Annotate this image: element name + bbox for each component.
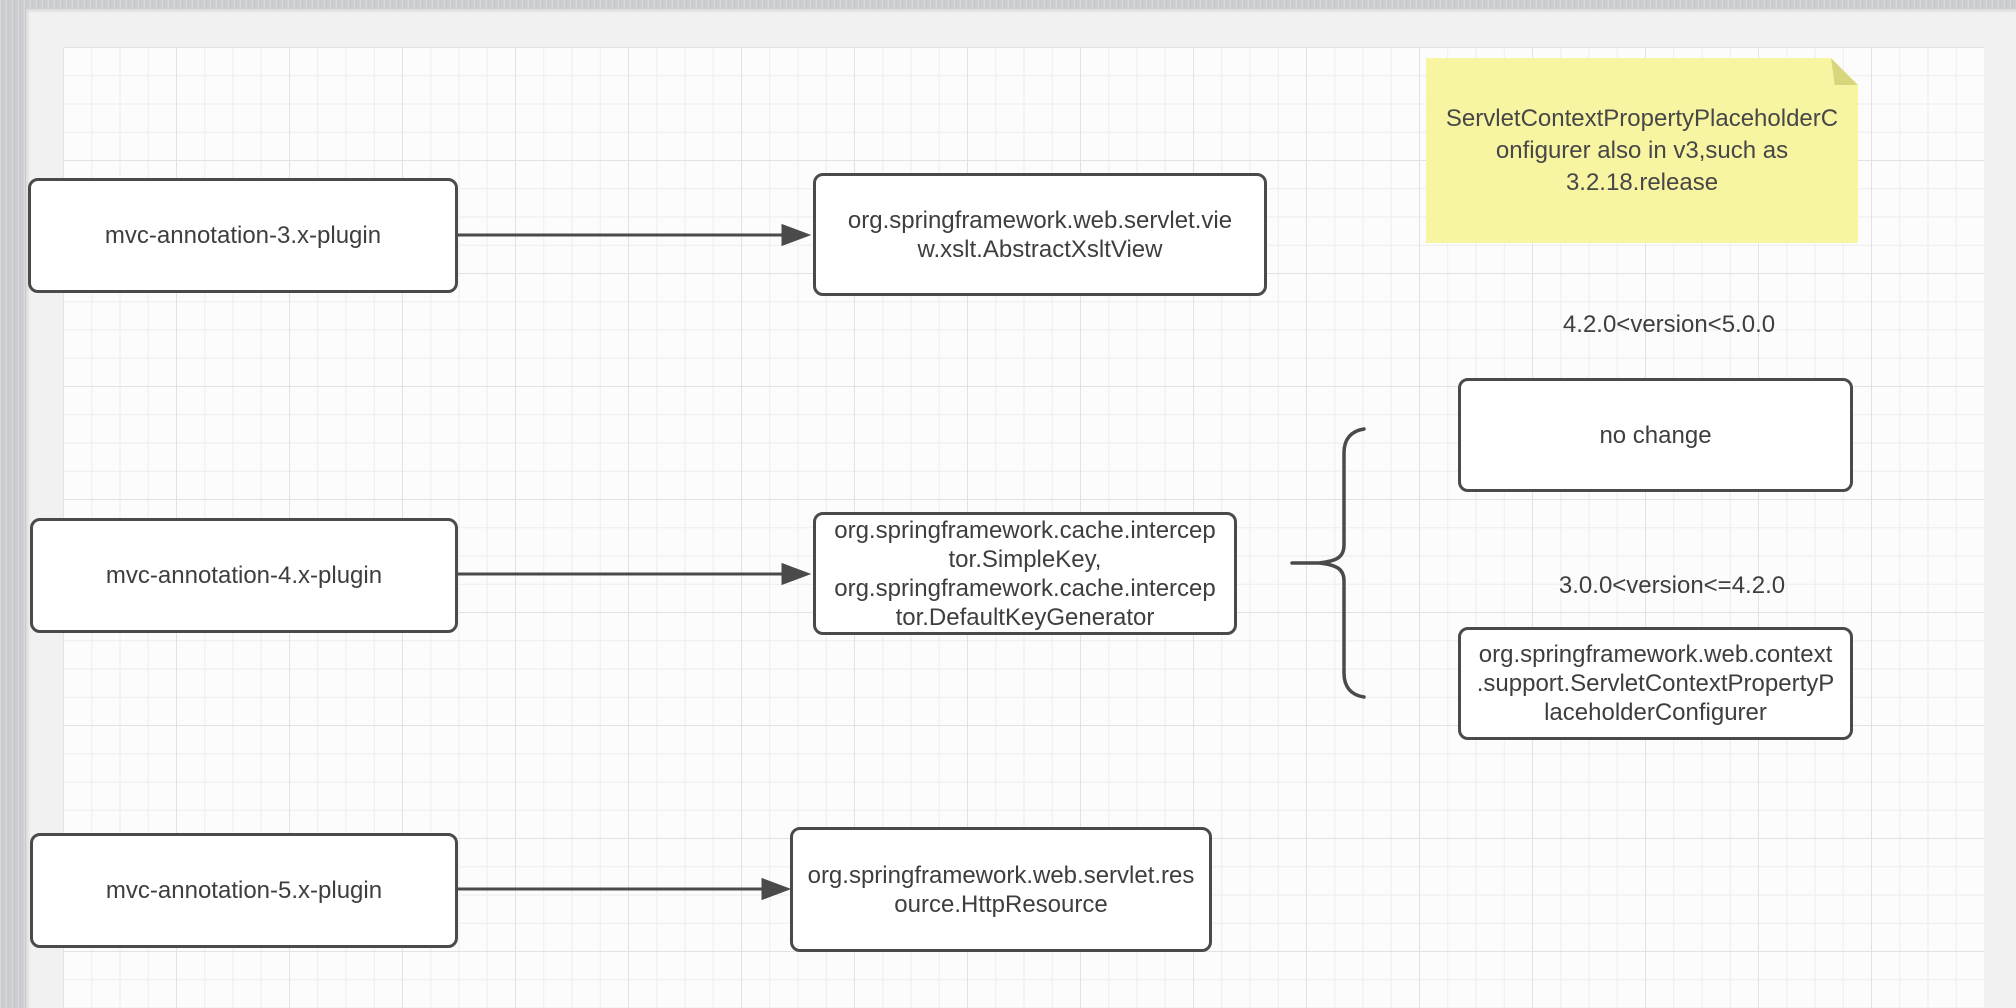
node-mvc-annotation-3x-plugin[interactable]: mvc-annotation-3.x-plugin xyxy=(28,178,458,293)
node-abstract-xslt-view[interactable]: org.springframework.web.servlet.vie w.xs… xyxy=(813,173,1267,296)
node-label: mvc-annotation-5.x-plugin xyxy=(105,877,383,904)
node-label: org.springframework.web.context .support… xyxy=(1476,641,1835,726)
node-label: mvc-annotation-4.x-plugin xyxy=(105,562,383,589)
node-servlet-context-property-placeholder-configurer[interactable]: org.springframework.web.context .support… xyxy=(1458,627,1853,740)
node-no-change[interactable]: no change xyxy=(1458,378,1853,492)
version-range-label-lower[interactable]: 3.0.0<version<=4.2.0 xyxy=(1558,572,1786,599)
node-mvc-annotation-4x-plugin[interactable]: mvc-annotation-4.x-plugin xyxy=(30,518,458,633)
node-label: no change xyxy=(1599,421,1712,449)
sticky-note[interactable]: ServletContextPropertyPlaceholderC onfig… xyxy=(1426,58,1858,243)
node-http-resource[interactable]: org.springframework.web.servlet.res ourc… xyxy=(790,827,1212,952)
version-range-label-upper[interactable]: 4.2.0<version<5.0.0 xyxy=(1562,311,1776,338)
node-cache-interceptor-keys[interactable]: org.springframework.cache.intercep tor.S… xyxy=(813,512,1237,635)
node-label: org.springframework.cache.intercep tor.S… xyxy=(834,516,1216,631)
node-label: org.springframework.web.servlet.res ourc… xyxy=(807,861,1195,918)
sticky-note-text: ServletContextPropertyPlaceholderC onfig… xyxy=(1445,104,1839,196)
node-mvc-annotation-5x-plugin[interactable]: mvc-annotation-5.x-plugin xyxy=(30,833,458,948)
node-label: org.springframework.web.servlet.vie w.xs… xyxy=(847,206,1233,263)
node-label: mvc-annotation-3.x-plugin xyxy=(104,222,382,249)
